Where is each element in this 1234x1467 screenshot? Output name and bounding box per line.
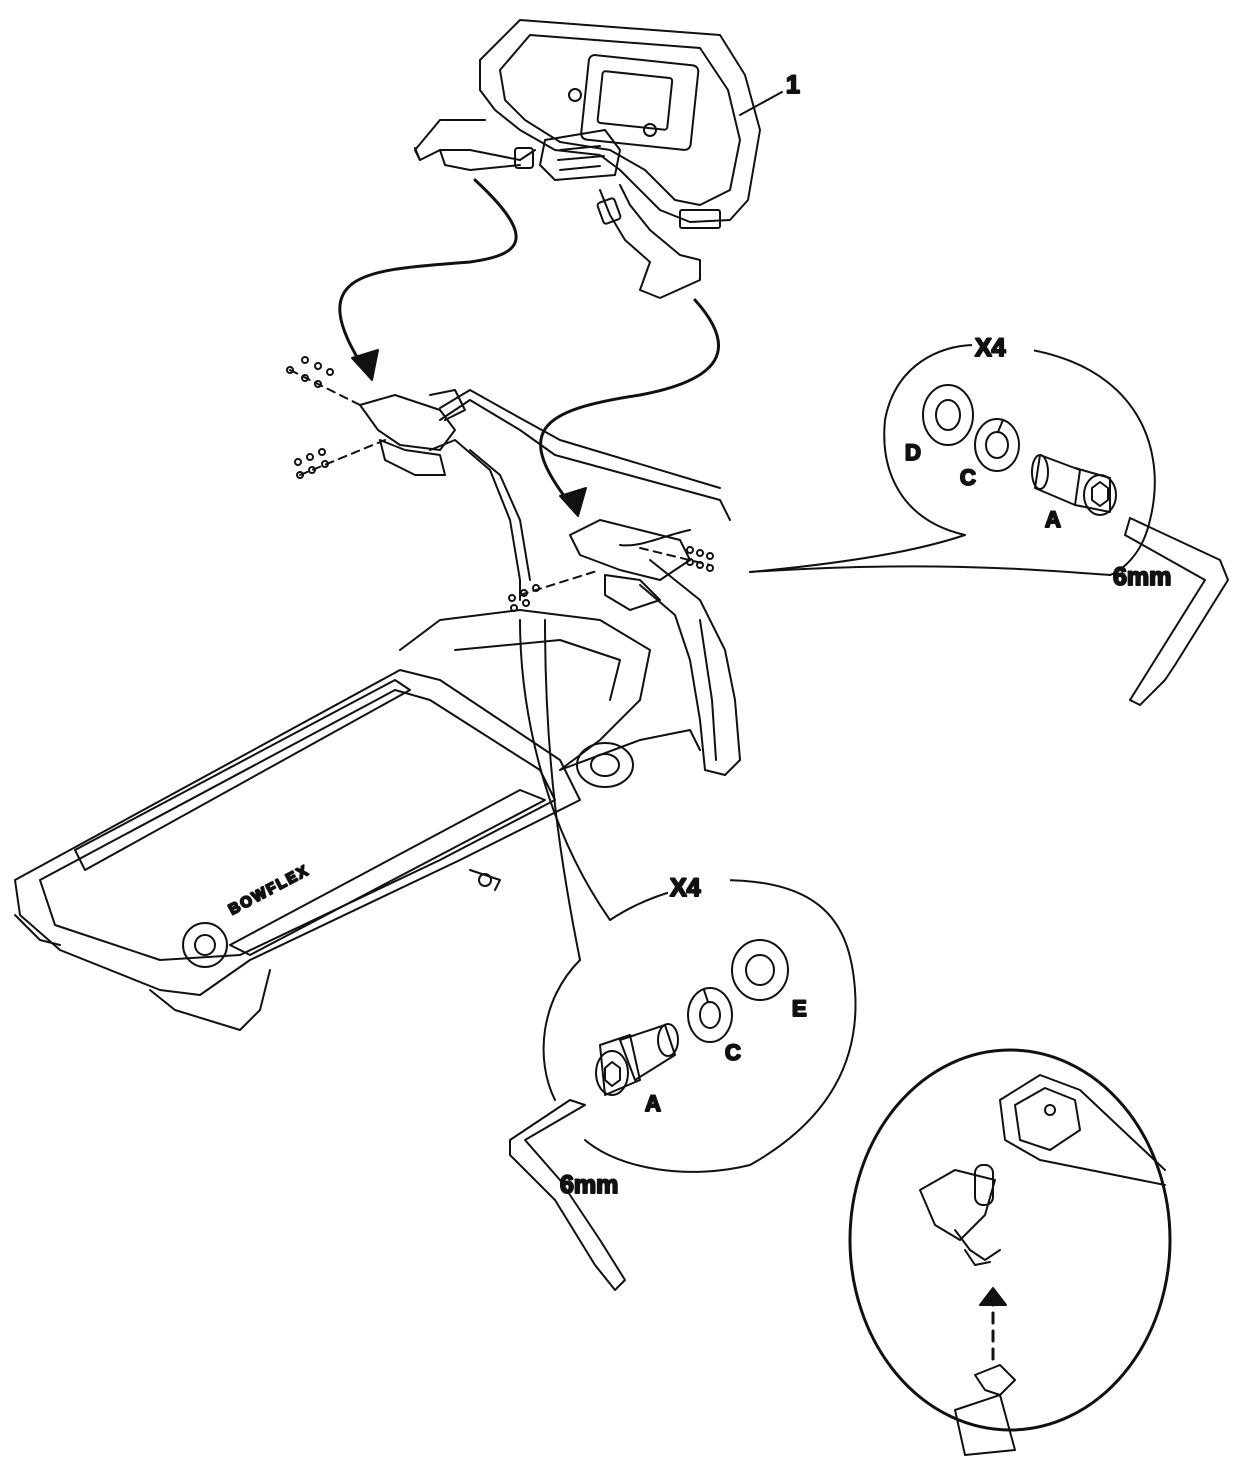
detail-bottom-label-e: E xyxy=(792,996,807,1021)
detail-top-tool-size: 6mm xyxy=(1113,563,1171,591)
bolt-a-icon-2 xyxy=(595,1023,679,1096)
part-number-label: 1 xyxy=(786,71,800,99)
bolt-a-icon xyxy=(1031,454,1117,516)
detail-bottom-tool-size: 6mm xyxy=(560,1171,618,1199)
detail-bottom-label-a: A xyxy=(645,1091,661,1116)
treadmill-frame xyxy=(14,389,741,1031)
detail-top-label-d: D xyxy=(905,440,921,465)
install-arrows xyxy=(338,178,721,512)
detail-callout-bottom xyxy=(509,619,857,1291)
console-assembly xyxy=(414,19,761,299)
detail-bottom-quantity: X4 xyxy=(670,874,701,902)
washer-e-icon xyxy=(731,939,789,1001)
washer-d-icon xyxy=(922,384,974,446)
right-mount-hardware xyxy=(508,546,714,612)
treadmill-brand-text: BOWFLEX xyxy=(226,862,313,919)
detail-callout-top xyxy=(749,344,1229,706)
allen-key-bottom-icon xyxy=(509,1099,626,1291)
split-washer-c-icon-2 xyxy=(687,987,733,1043)
arrowhead-right xyxy=(559,487,587,517)
arrowhead-left xyxy=(351,349,379,381)
detail-top-label-c: C xyxy=(960,465,976,490)
part-1-leader xyxy=(739,91,783,116)
allen-key-top-icon xyxy=(1124,517,1229,706)
cable-connection-inset xyxy=(848,1048,1172,1456)
left-mount-hardware xyxy=(286,356,386,479)
split-washer-c-icon xyxy=(974,418,1020,472)
detail-top-quantity: X4 xyxy=(975,334,1006,362)
detail-top-label-a: A xyxy=(1045,507,1061,532)
detail-bottom-label-c: C xyxy=(725,1040,741,1065)
